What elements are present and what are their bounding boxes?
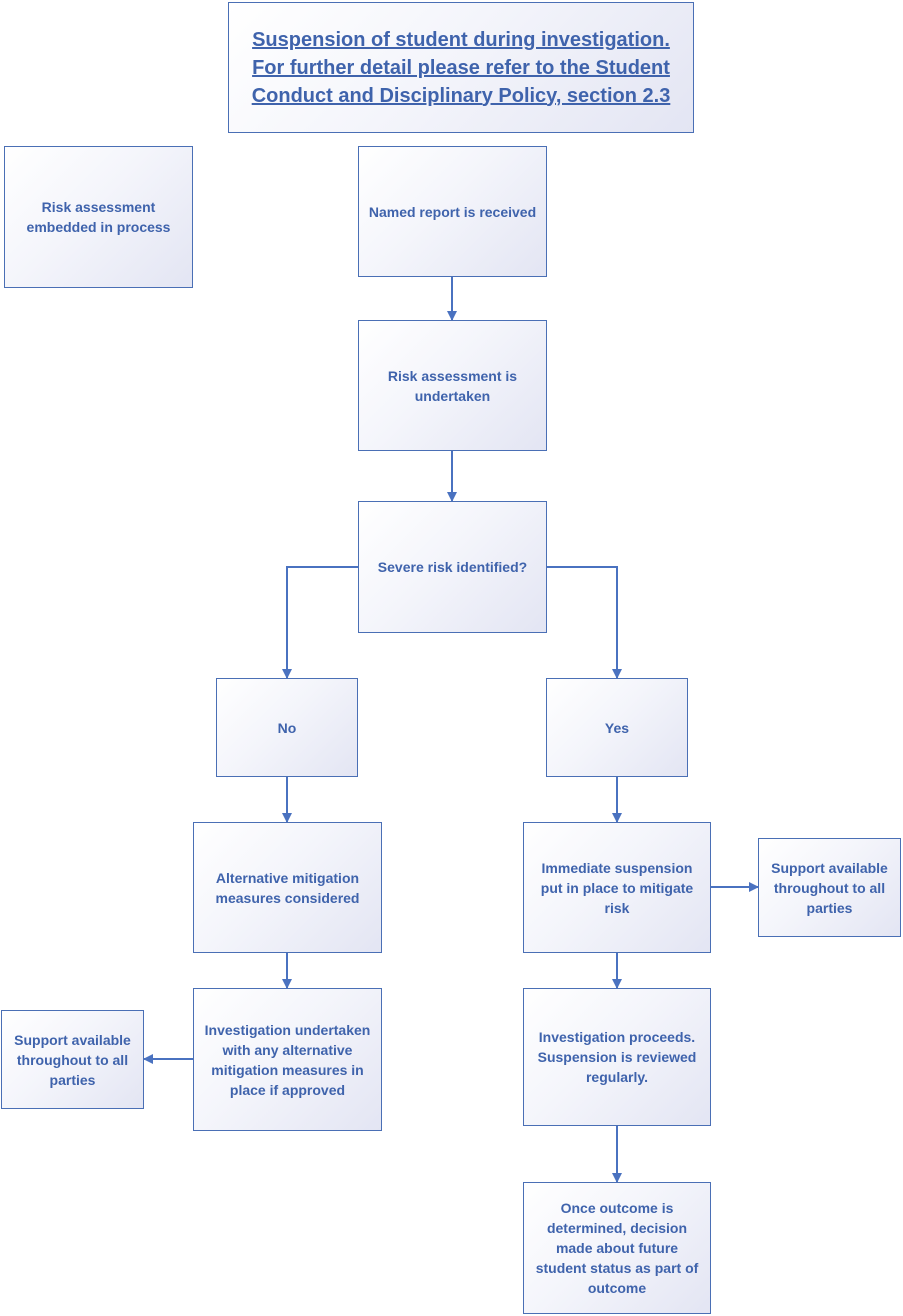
step-investigation-proceeds-label: Investigation proceeds. Suspension is re… — [537, 1029, 697, 1085]
decision-severe-risk: Severe risk identified? — [358, 501, 547, 633]
step-immediate-suspension-label: Immediate suspension put in place to mit… — [540, 859, 694, 916]
step-risk-assessment-label: Risk assessment is undertaken — [387, 367, 518, 404]
support-box-left: Support available throughout to all part… — [1, 1010, 144, 1109]
step-investigation-proceeds: Investigation proceeds. Suspension is re… — [523, 988, 711, 1126]
step-named-report: Named report is received — [358, 146, 547, 277]
support-left-label: Support available throughout to all part… — [14, 1031, 131, 1088]
branch-no: No — [216, 678, 358, 777]
branch-no-label: No — [277, 719, 297, 736]
arrow-question-to-yes — [546, 566, 622, 679]
step-outcome-decision: Once outcome is determined, decision mad… — [523, 1182, 711, 1314]
step-immediate-suspension: Immediate suspension put in place to mit… — [523, 822, 711, 953]
page-title: Suspension of student during investigati… — [251, 28, 671, 107]
step-alternative-mitigation-label: Alternative mitigation measures consider… — [215, 869, 360, 906]
side-note-box: Risk assessment embedded in process — [4, 146, 193, 288]
step-investigation-undertaken: Investigation undertaken with any altern… — [193, 988, 382, 1131]
step-alternative-mitigation: Alternative mitigation measures consider… — [193, 822, 382, 953]
step-named-report-label: Named report is received — [368, 203, 537, 220]
step-outcome-decision-label: Once outcome is determined, decision mad… — [535, 1200, 699, 1296]
support-box-right: Support available throughout to all part… — [758, 838, 901, 937]
branch-yes: Yes — [546, 678, 688, 777]
support-right-label: Support available throughout to all part… — [771, 859, 888, 916]
step-investigation-undertaken-label: Investigation undertaken with any altern… — [204, 1021, 371, 1098]
side-note-text: Risk assessment embedded in process — [26, 199, 171, 235]
arrow-question-to-no — [282, 566, 358, 679]
decision-severe-risk-label: Severe risk identified? — [377, 559, 528, 575]
title-box: Suspension of student during investigati… — [228, 2, 694, 133]
branch-yes-label: Yes — [604, 719, 630, 736]
step-risk-assessment: Risk assessment is undertaken — [358, 320, 547, 451]
